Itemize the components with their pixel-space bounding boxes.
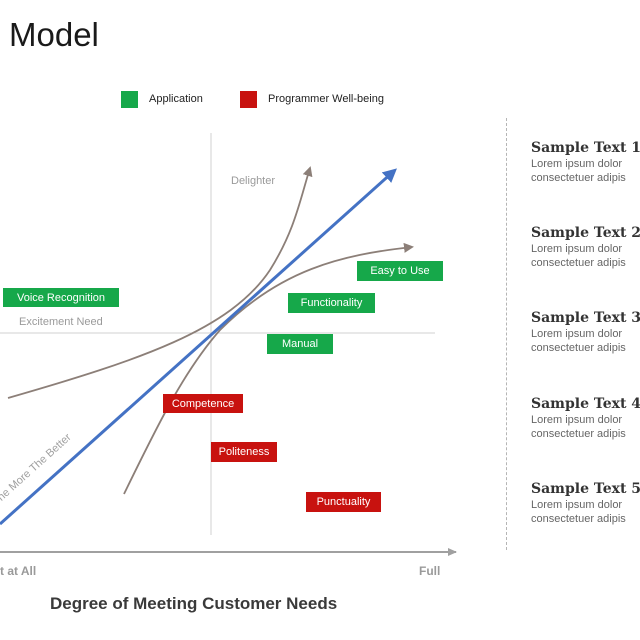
tag-competence: Competence [163,394,243,413]
excitement-need-label: Excitement Need [19,316,103,328]
legend-item-application: Application [121,90,203,108]
sample-line: Lorem ipsum dolor [531,328,623,340]
sample-title: Sample Text 2 [531,225,640,241]
sample-text-block-4: Sample Text 4 Lorem ipsum dolor consecte… [531,395,640,441]
delighter-label: Delighter [231,175,276,187]
legend-swatch-application [121,90,138,108]
sample-line: consectetuer adipis [531,342,626,354]
sample-line: Lorem ipsum dolor [531,243,623,255]
sample-line: consectetuer adipis [531,257,626,269]
tag-manual: Manual [267,334,333,354]
delighter-curve [7,166,313,399]
page-title: Model [9,16,99,53]
must-be-curve [123,242,414,495]
tag-politeness: Politeness [211,442,277,462]
sample-line: Lorem ipsum dolor [531,414,623,426]
sample-title: Sample Text 1 [531,140,640,156]
x-axis-end-label: Full [419,564,441,578]
panel-divider [506,118,507,550]
sample-line: consectetuer adipis [531,513,626,525]
tag-voice-recognition: Voice Recognition [3,288,119,307]
performance-line [0,168,397,526]
sample-title: Sample Text 4 [531,396,640,412]
legend-swatch-programmer-wellbeing [240,90,257,108]
sample-text-block-3: Sample Text 3 Lorem ipsum dolor consecte… [531,309,640,355]
sample-text-block-5: Sample Text 5 Lorem ipsum dolor consecte… [531,480,640,526]
legend-item-programmer-wellbeing: Programmer Well-being [240,90,384,108]
sample-line: Lorem ipsum dolor [531,158,623,170]
sample-line: consectetuer adipis [531,172,626,184]
tag-functionality: Functionality [288,293,375,313]
sample-title: Sample Text 3 [531,310,640,326]
sample-text-block-2: Sample Text 2 Lorem ipsum dolor consecte… [531,224,640,270]
sample-line: consectetuer adipis [531,428,626,440]
tag-easy-to-use: Easy to Use [357,261,443,281]
legend-label-application: Application [149,93,203,105]
tag-punctuality: Punctuality [306,492,381,512]
x-axis-title: Degree of Meeting Customer Needs [50,594,338,613]
legend-label-programmer-wellbeing: Programmer Well-being [268,93,384,105]
sample-line: Lorem ipsum dolor [531,499,623,511]
sample-text-block-1: Sample Text 1 Lorem ipsum dolor consecte… [531,139,640,185]
sample-title: Sample Text 5 [531,481,640,497]
x-axis-start-label: t at All [0,564,37,578]
